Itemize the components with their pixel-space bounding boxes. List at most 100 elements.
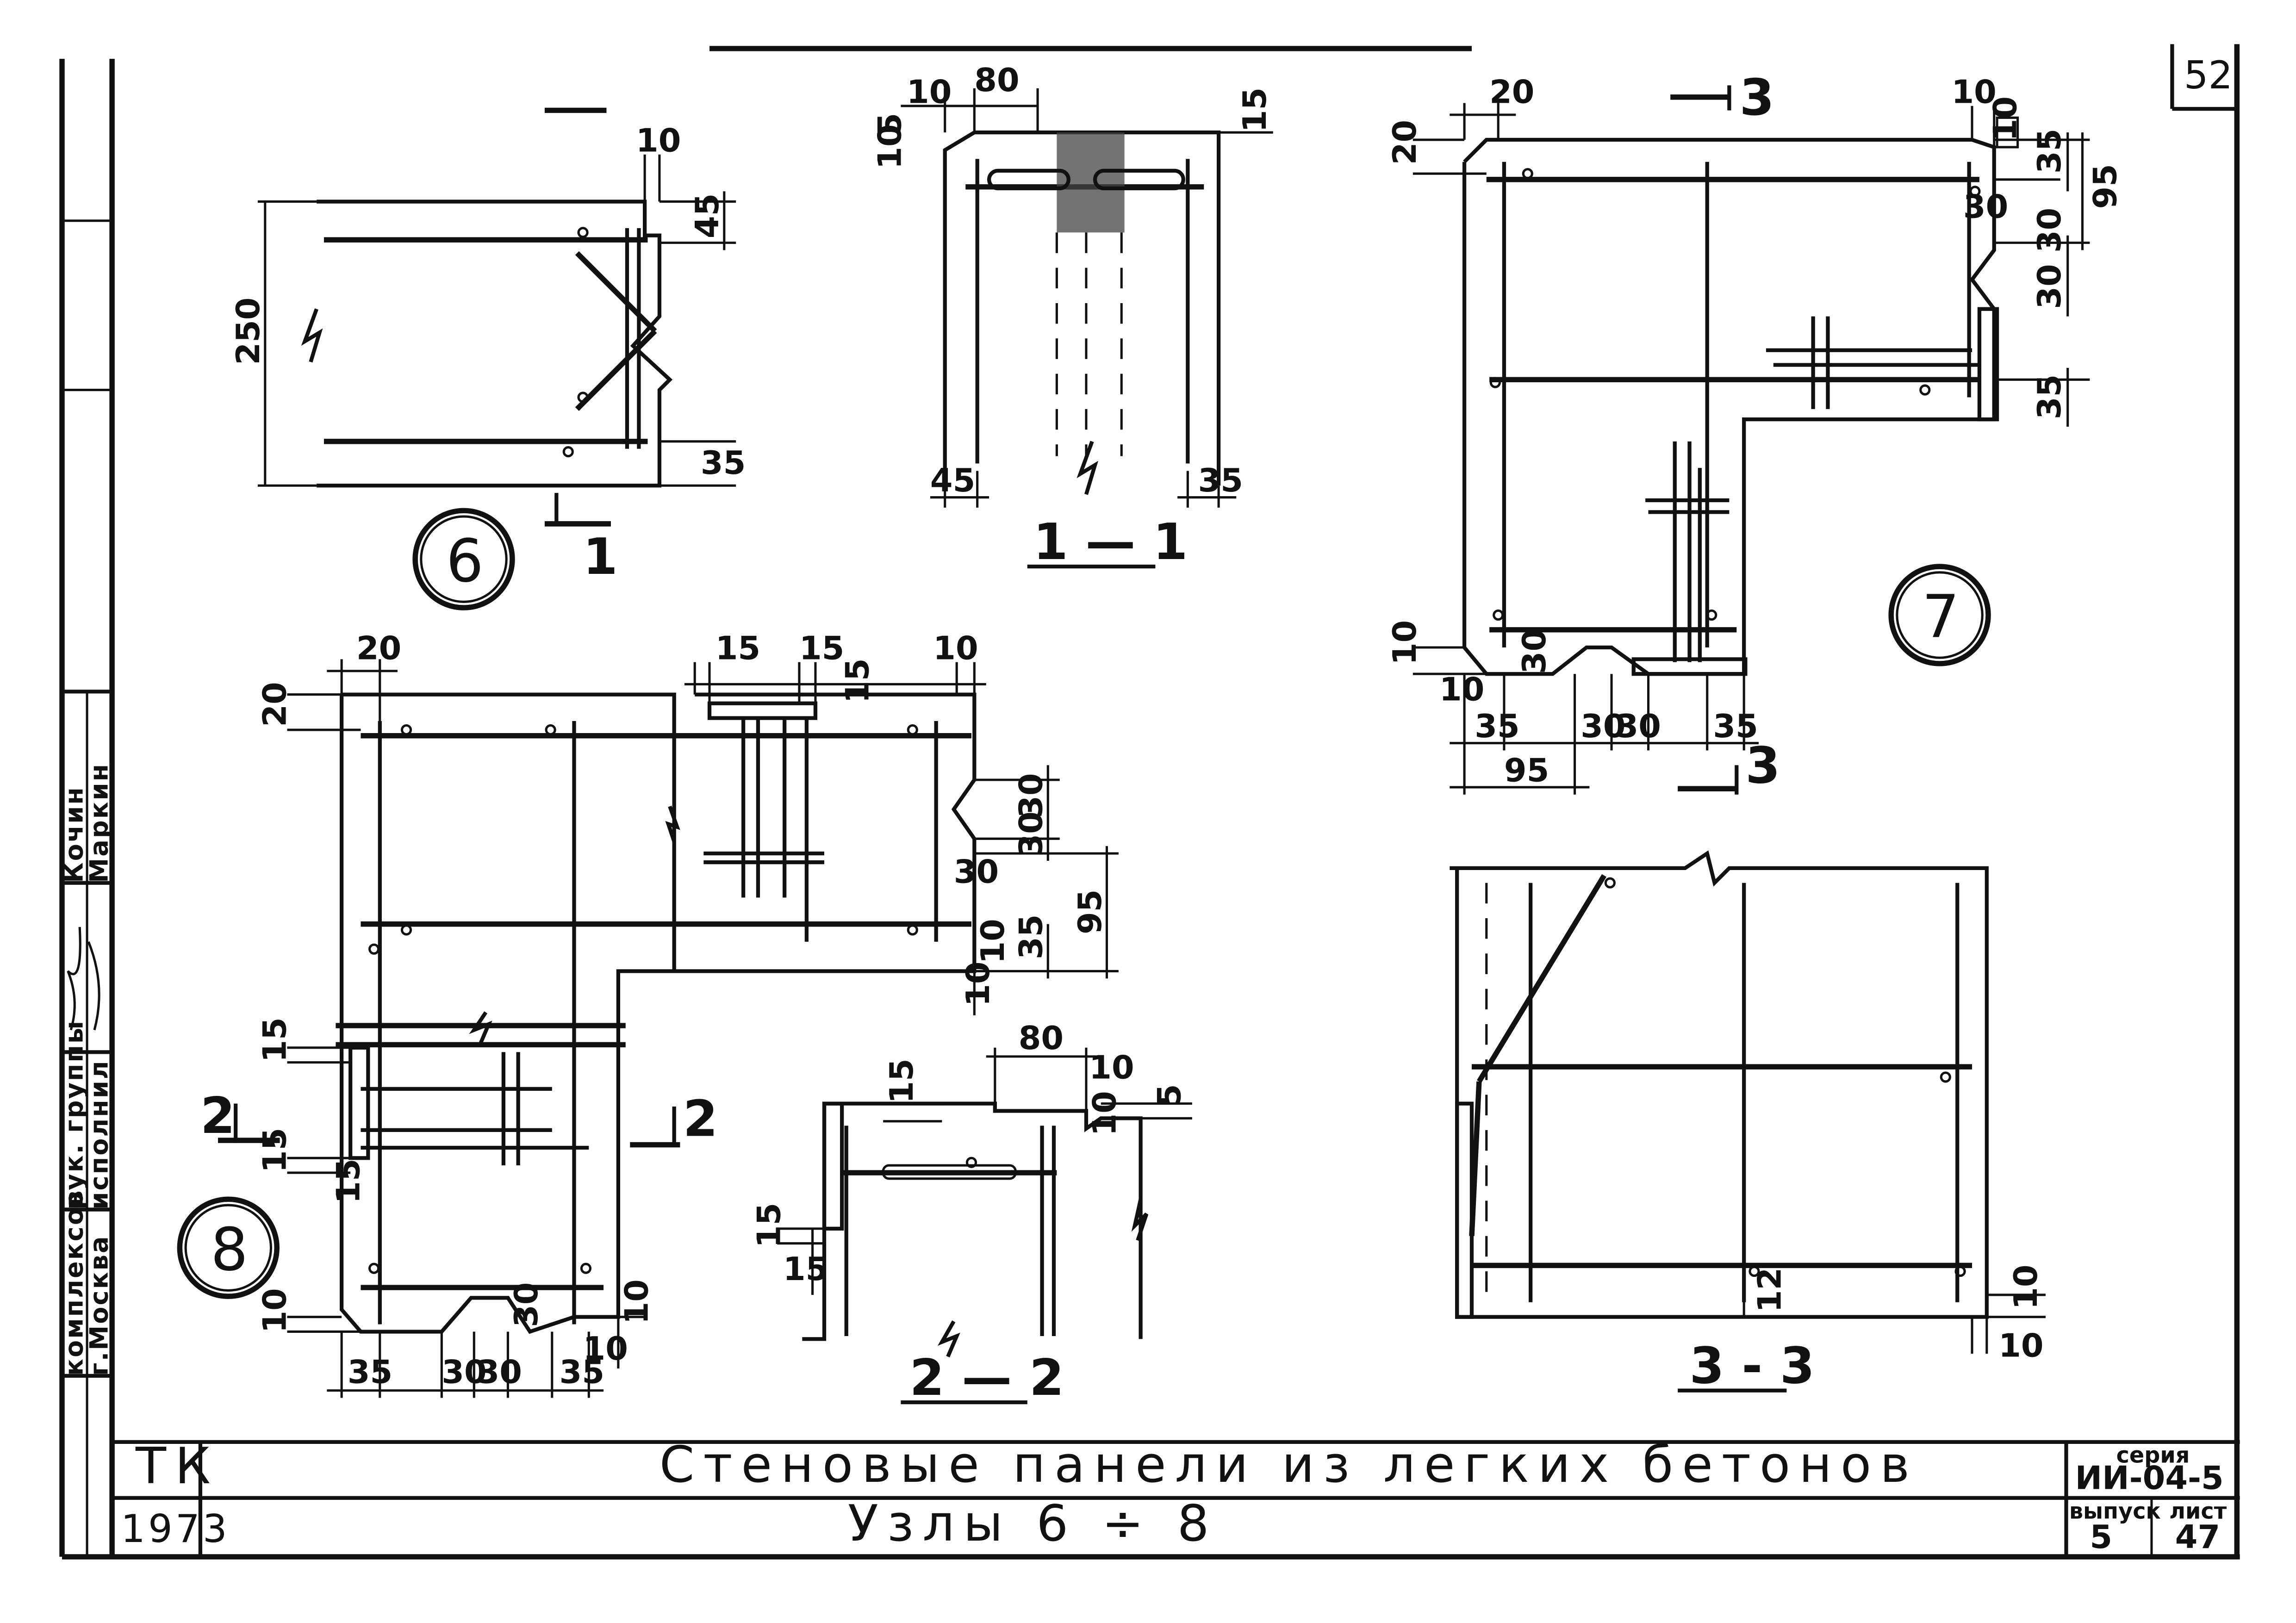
- title-block: ТК 1973 Стеновые панели из легких бетоно…: [121, 1436, 2227, 1556]
- cut-2-left-label: 2: [200, 1087, 235, 1145]
- node-7-detail: 20 20 10 10 35 95 30 30 30 35 10 10 30: [1386, 69, 2124, 795]
- s22-dim-15c: 15: [783, 1250, 828, 1288]
- s22-dim-5: 5: [1151, 1084, 1188, 1107]
- node-6-detail: 250 10 45 35: [230, 122, 746, 488]
- stamp-role-1: рук. группы: [60, 1020, 89, 1210]
- n7-dim-10m: 10: [1439, 671, 1484, 708]
- s22-dim-10b: 10: [1086, 1091, 1124, 1136]
- n8-dim-15d: 15: [256, 1017, 293, 1062]
- node-7-marker: 7: [1888, 564, 1991, 666]
- n7-dim-10b: 10: [1986, 96, 2024, 141]
- section-2-2-label: 2 — 2: [909, 1349, 1064, 1407]
- series-label: серия: [2116, 1443, 2190, 1468]
- node-6-label: 6: [446, 527, 484, 595]
- signature-mark: [67, 927, 100, 1031]
- n7-dim-10: 10: [1952, 74, 1997, 111]
- s22-dim-15b: 15: [751, 1203, 788, 1248]
- s11-dim-80: 80: [974, 62, 1019, 99]
- s33-dim-10: 10: [2007, 1264, 2045, 1309]
- year: 1973: [121, 1507, 230, 1551]
- n8-dim-30b: 30: [442, 1354, 486, 1391]
- n8-dim-10b: 10: [959, 961, 997, 1006]
- stamp-org-line1: комплексов: [60, 1189, 89, 1375]
- cut-2-right-label: 2: [683, 1090, 718, 1148]
- n8-dim-20v: 20: [256, 682, 293, 727]
- s11-dim-45: 45: [930, 462, 975, 499]
- node-6-marker: 6 1: [412, 107, 618, 610]
- s11-dim-35: 35: [1198, 462, 1243, 499]
- stamp-name-2: Маркин: [85, 763, 114, 883]
- n8-dim-30d: 30: [508, 1282, 545, 1327]
- n7-dim-10l: 10: [1386, 620, 1424, 665]
- section-1-1-label: 1 — 1: [1033, 513, 1188, 571]
- cut-1-label: 1: [583, 528, 618, 586]
- n8-dim-20: 20: [356, 629, 401, 667]
- n7-dim-35a: 35: [2031, 129, 2068, 174]
- stamp-org-line2: г.Москва: [85, 1235, 114, 1376]
- series-value: ИИ-04-5: [2075, 1460, 2224, 1497]
- node-8-label: 8: [211, 1215, 248, 1284]
- n8-dim-95: 95: [1071, 889, 1109, 934]
- n8-dim-15c: 15: [839, 658, 876, 703]
- s33-dim-12: 12: [1751, 1268, 1789, 1312]
- s11-dim-10b: 10: [871, 124, 908, 169]
- n8-dim-35c: 35: [560, 1354, 604, 1391]
- section-3-3-label: 3 - 3: [1690, 1337, 1815, 1395]
- n8-dim-10d: 10: [583, 1330, 628, 1368]
- section-3-3: 12 10 10 3 - 3: [1450, 850, 2046, 1395]
- n7-dim-20: 20: [1489, 74, 1534, 111]
- n8-dim-10a: 10: [974, 919, 1012, 964]
- node-7-label: 7: [1922, 583, 1960, 651]
- n8-dim-15a: 15: [716, 629, 760, 667]
- org-code: ТК: [135, 1437, 219, 1495]
- n8-dim-3030a: 30: [1013, 773, 1050, 818]
- node-8-marker: 8: [177, 1196, 280, 1299]
- s22-dim-10: 10: [1089, 1049, 1134, 1087]
- n7-dim-30a: 30: [1580, 708, 1625, 745]
- s11-dim-10: 10: [907, 74, 952, 111]
- issue-label: выпуск: [2069, 1499, 2161, 1524]
- n7-dim-30: 30: [1963, 188, 2008, 226]
- n7-dim-95: 95: [2087, 164, 2124, 209]
- sheet-value: 47: [2175, 1518, 2220, 1556]
- n7-dim-35d: 35: [1713, 708, 1758, 745]
- n8-dim-10e: 10: [618, 1279, 655, 1324]
- n6-dim-45: 45: [689, 193, 726, 238]
- n8-dim-30a: 30: [954, 853, 999, 891]
- sheet-frame: [59, 44, 2240, 1560]
- section-2-2: 80 10 15 10 5 15 15 2 — 2: [751, 1020, 1192, 1407]
- page-number: 52: [2184, 53, 2233, 98]
- n7-dim-30l: 30: [1516, 629, 1553, 674]
- n6-dim-10: 10: [636, 122, 681, 159]
- s11-dim-15: 15: [1236, 87, 1274, 132]
- stamp-name-1: Кочин: [60, 786, 89, 883]
- n8-dim-15f: 15: [330, 1159, 367, 1204]
- n8-dim-10c: 10: [256, 1288, 293, 1333]
- s33-dim-10b: 10: [1998, 1327, 2043, 1365]
- n8-dim-35b: 35: [348, 1354, 392, 1391]
- n8-dim-30c: 30: [477, 1354, 522, 1391]
- n7-dim-20v: 20: [1386, 120, 1424, 165]
- sheet-subtitle: Узлы 6 ÷ 8: [848, 1495, 1218, 1553]
- s22-dim-15: 15: [883, 1058, 921, 1103]
- stamp-role-2: исполнил: [85, 1059, 114, 1209]
- n6-dim-250: 250: [230, 298, 267, 365]
- section-1-1: 10 80 5 10 15 45 35 1 — 1: [871, 62, 1274, 571]
- cut-3-top-label: 3: [1740, 69, 1774, 127]
- sheet-title: Стеновые панели из легких бетонов: [660, 1436, 1918, 1494]
- n8-dim-15e: 15: [256, 1128, 293, 1173]
- n7-dim-35b: 35: [2031, 374, 2068, 419]
- s22-dim-80: 80: [1019, 1020, 1064, 1057]
- n7-dim-95b: 95: [1504, 752, 1549, 789]
- issue-value: 5: [2090, 1518, 2112, 1556]
- n6-dim-35: 35: [701, 444, 746, 482]
- n8-dim-35: 35: [1013, 914, 1050, 959]
- n8-dim-10: 10: [933, 629, 978, 667]
- node-8-detail: 20 20 15 15 10 15 30 30 30 95 35 10 10 1…: [200, 629, 1119, 1398]
- n8-dim-3030b: 30: [1013, 811, 1050, 856]
- n7-dim-35c: 35: [1475, 708, 1519, 745]
- n8-dim-15b: 15: [799, 629, 844, 667]
- sheet-label: лист: [2169, 1499, 2227, 1524]
- s11-dim-5: 5: [871, 113, 908, 136]
